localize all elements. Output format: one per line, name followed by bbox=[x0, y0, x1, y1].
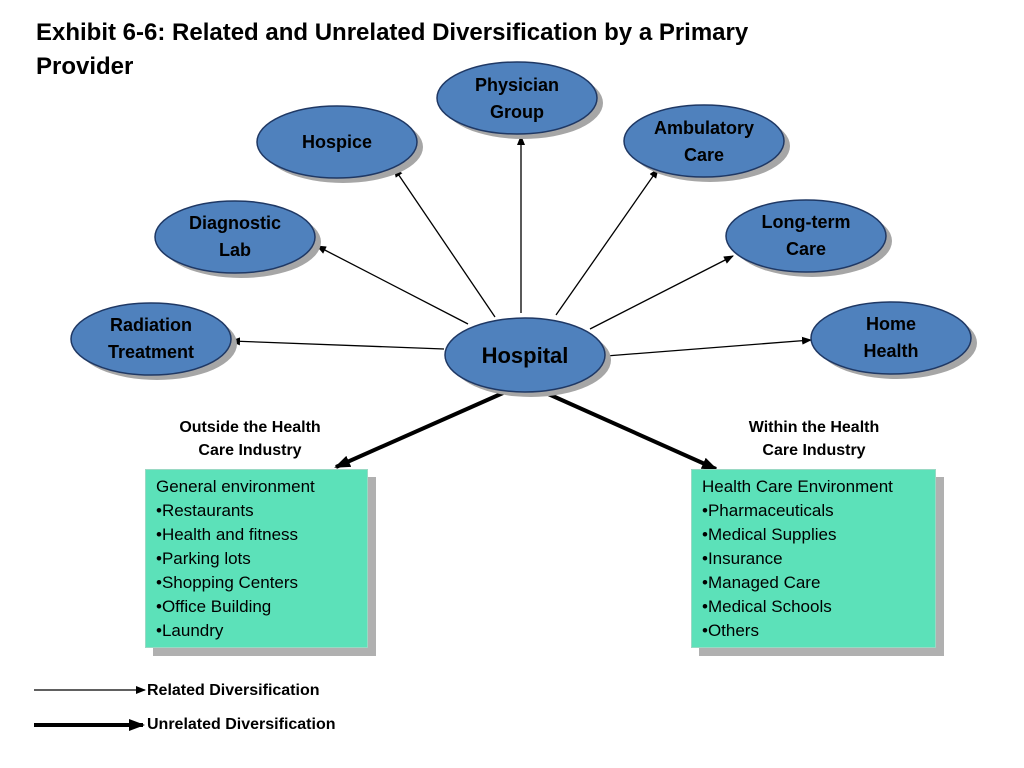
page-title: Exhibit 6-6: Related and Unrelated Diver… bbox=[36, 19, 749, 80]
node-hospice: Hospice bbox=[256, 105, 423, 183]
general-environment-header: General environment bbox=[156, 477, 315, 496]
list-item: Insurance bbox=[702, 547, 925, 571]
arrow-to-health-care-environment bbox=[545, 391, 718, 471]
list-item: Medical Supplies bbox=[702, 523, 925, 547]
svg-text:Treatment: Treatment bbox=[108, 342, 194, 362]
legend-related-label: Related Diversification bbox=[147, 682, 320, 699]
svg-text:Hospice: Hospice bbox=[302, 132, 372, 152]
arrow-to-radiation-treatment bbox=[230, 337, 445, 350]
outside-industry-heading: Outside the Health Care Industry bbox=[179, 419, 321, 459]
node-home-health: Home Health bbox=[810, 301, 977, 379]
list-item: Shopping Centers bbox=[156, 571, 357, 595]
general-environment-list: Restaurants Health and fitness Parking l… bbox=[156, 499, 357, 643]
health-care-environment-box: Health Care Environment Pharmaceuticals … bbox=[691, 469, 936, 648]
svg-text:Hospital: Hospital bbox=[482, 343, 569, 368]
arrow-to-home-health bbox=[605, 336, 812, 357]
health-care-environment-header: Health Care Environment bbox=[702, 477, 893, 496]
svg-text:Lab: Lab bbox=[219, 240, 251, 260]
svg-text:Group: Group bbox=[490, 102, 544, 122]
svg-text:Care: Care bbox=[786, 239, 826, 259]
unrelated-arrows bbox=[334, 391, 718, 471]
list-item: Managed Care bbox=[702, 571, 925, 595]
general-environment-box: General environment Restaurants Health a… bbox=[145, 469, 368, 648]
list-item: Restaurants bbox=[156, 499, 357, 523]
list-item: Pharmaceuticals bbox=[702, 499, 925, 523]
list-item: Laundry bbox=[156, 619, 357, 643]
node-ambulatory-care: Ambulatory Care bbox=[623, 104, 790, 182]
arrow-to-long-term-care bbox=[589, 255, 734, 330]
health-care-environment-list: Pharmaceuticals Medical Supplies Insuran… bbox=[702, 499, 925, 643]
svg-text:Long-term: Long-term bbox=[762, 212, 851, 232]
svg-text:Physician: Physician bbox=[475, 75, 559, 95]
node-long-term-care: Long-term Care bbox=[725, 199, 892, 277]
arrow-to-diagnostic-lab bbox=[316, 245, 469, 325]
list-item: Parking lots bbox=[156, 547, 357, 571]
related-arrows bbox=[230, 135, 812, 357]
list-item: Others bbox=[702, 619, 925, 643]
list-item: Office Building bbox=[156, 595, 357, 619]
svg-text:Home: Home bbox=[866, 314, 916, 334]
node-diagnostic-lab: Diagnostic Lab bbox=[154, 200, 321, 278]
arrow-to-ambulatory-care bbox=[555, 168, 659, 316]
legend-unrelated-label: Unrelated Diversification bbox=[147, 716, 336, 733]
svg-text:Care: Care bbox=[684, 145, 724, 165]
arrow-to-hospice bbox=[393, 167, 496, 318]
within-industry-heading: Within the Health Care Industry bbox=[748, 419, 880, 459]
node-hospital: Hospital bbox=[444, 317, 611, 397]
arrow-to-general-environment bbox=[334, 391, 504, 469]
list-item: Medical Schools bbox=[702, 595, 925, 619]
legend-lines bbox=[34, 686, 146, 731]
node-radiation-treatment: Radiation Treatment bbox=[70, 302, 237, 380]
svg-text:Health: Health bbox=[863, 341, 918, 361]
node-physician-group: Physician Group bbox=[436, 61, 603, 139]
list-item: Health and fitness bbox=[156, 523, 357, 547]
svg-text:Radiation: Radiation bbox=[110, 315, 192, 335]
svg-text:Ambulatory: Ambulatory bbox=[654, 118, 754, 138]
svg-text:Diagnostic: Diagnostic bbox=[189, 213, 281, 233]
